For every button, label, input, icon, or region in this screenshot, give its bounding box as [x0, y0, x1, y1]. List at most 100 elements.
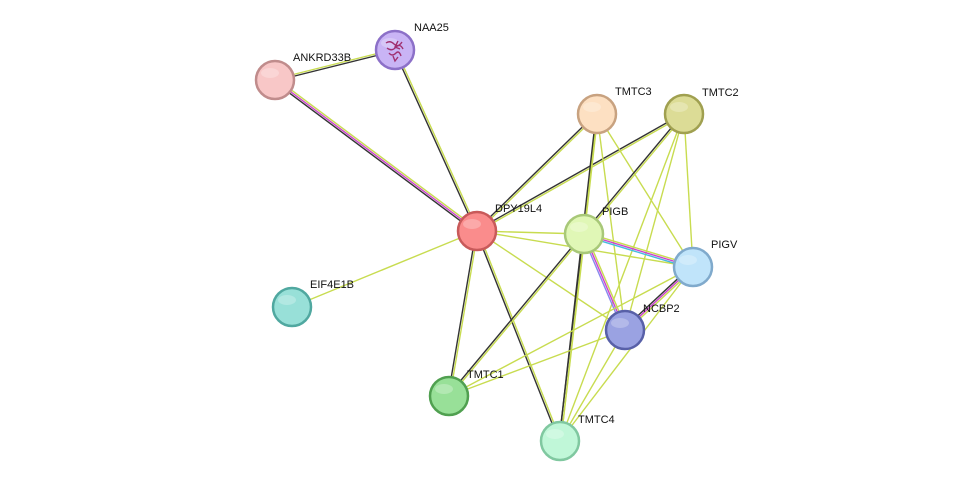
edge-tmtc2-ncbp2	[624, 113, 685, 331]
edge-tmtc2-tmtc4	[559, 113, 685, 442]
edge-dpy19l4-tmtc1	[447, 230, 479, 397]
edge-pigb-tmtc1	[447, 232, 586, 398]
edge-ankrd33b-naa25	[274, 48, 396, 82]
edge-line	[476, 230, 626, 331]
edge-line	[559, 266, 694, 442]
node-highlight	[611, 318, 629, 328]
node-circle[interactable]	[576, 93, 618, 135]
node-label: NAA25	[414, 22, 449, 34]
edge-line	[559, 329, 626, 442]
node-label: NCBP2	[643, 303, 680, 315]
edge-line	[273, 80, 477, 234]
node-circle[interactable]	[428, 375, 470, 417]
node-label: TMTC1	[467, 369, 504, 381]
edge-line	[477, 114, 685, 233]
edge-tmtc3-ncbp2	[596, 113, 626, 331]
edge-line	[274, 79, 478, 232]
edge-line	[447, 232, 584, 396]
edge-line	[447, 230, 477, 396]
node-eif4e1b[interactable]: EIF4E1B	[271, 279, 354, 328]
node-highlight	[261, 68, 279, 78]
node-tmtc3[interactable]: TMTC3	[576, 86, 652, 135]
edge-line	[624, 113, 685, 331]
edge-ncbp2-tmtc1	[448, 329, 626, 397]
edge-tmtc3-pigv	[596, 113, 694, 268]
edge-ankrd33b-dpy19l4	[273, 77, 479, 234]
edge-dpy19l4-eif4e1b	[291, 230, 478, 308]
edge-line	[449, 231, 479, 397]
edge-tmtc3-dpy19l4	[475, 112, 599, 233]
edge-line	[584, 114, 686, 236]
edge-tmtc2-dpy19l4	[476, 112, 685, 233]
edge-line	[393, 50, 477, 232]
edge-tmtc2-pigb	[582, 112, 686, 236]
node-highlight	[463, 219, 481, 229]
edge-line	[475, 112, 597, 231]
node-tmtc4[interactable]: TMTC4	[539, 414, 615, 462]
node-tmtc2[interactable]: TMTC2	[663, 87, 739, 135]
edge-naa25-dpy19l4	[393, 49, 479, 232]
node-circle[interactable]	[563, 213, 605, 255]
node-dpy19l4[interactable]: DPY19L4	[456, 203, 542, 252]
edge-line	[475, 231, 560, 442]
node-highlight	[583, 102, 601, 112]
edge-line	[275, 77, 479, 231]
node-circle[interactable]	[539, 420, 581, 462]
node-circle[interactable]	[604, 309, 646, 351]
node-highlight	[278, 295, 296, 305]
node-naa25[interactable]: NAA25	[374, 22, 449, 71]
node-highlight	[435, 384, 453, 394]
edge-line	[683, 113, 694, 268]
edge-line	[448, 329, 626, 397]
node-label: PIGB	[602, 206, 628, 218]
node-label: TMTC3	[615, 86, 652, 98]
node-highlight	[670, 102, 688, 112]
node-label: DPY19L4	[495, 203, 542, 215]
edge-tmtc2-pigv	[683, 113, 694, 268]
protein-structure-icon	[385, 40, 404, 63]
edge-line	[448, 266, 694, 397]
node-label: TMTC4	[578, 414, 615, 426]
edge-line	[596, 113, 694, 268]
node-highlight	[381, 38, 399, 48]
node-label: TMTC2	[702, 87, 739, 99]
edge-pigv-tmtc4	[559, 266, 694, 442]
edge-dpy19l4-ncbp2	[476, 230, 626, 331]
node-label: ANKRD33B	[293, 52, 351, 64]
edge-line	[559, 113, 685, 442]
node-circle[interactable]	[271, 286, 313, 328]
edge-pigb-tmtc4	[558, 233, 586, 442]
edge-line	[477, 114, 599, 233]
node-circle[interactable]	[254, 59, 296, 101]
edge-line	[582, 112, 684, 234]
edge-pigv-tmtc1	[448, 266, 694, 397]
edge-line	[596, 113, 626, 331]
node-ncbp2[interactable]: NCBP2	[604, 303, 680, 351]
node-circle[interactable]	[456, 210, 498, 252]
edge-dpy19l4-tmtc4	[475, 230, 562, 442]
edge-line	[558, 233, 584, 441]
node-circle[interactable]	[374, 29, 416, 71]
edge-line	[449, 234, 586, 398]
node-highlight	[546, 429, 564, 439]
node-pigb[interactable]: PIGB	[563, 206, 628, 255]
edge-line	[291, 230, 478, 308]
node-circle[interactable]	[663, 93, 705, 135]
edge-line	[477, 230, 562, 441]
edge-line	[560, 234, 586, 442]
edge-line	[274, 48, 395, 80]
edge-line	[395, 49, 479, 231]
node-pigv[interactable]: PIGV	[672, 239, 738, 288]
node-highlight	[570, 222, 588, 232]
node-highlight	[679, 255, 697, 265]
edge-line	[275, 50, 396, 82]
edge-line	[476, 112, 684, 231]
node-label: EIF4E1B	[310, 279, 354, 291]
node-circle[interactable]	[672, 246, 714, 288]
node-tmtc1[interactable]: TMTC1	[428, 369, 504, 417]
node-ankrd33b[interactable]: ANKRD33B	[254, 52, 351, 101]
node-label: PIGV	[711, 239, 738, 251]
edge-ncbp2-tmtc4	[559, 329, 626, 442]
